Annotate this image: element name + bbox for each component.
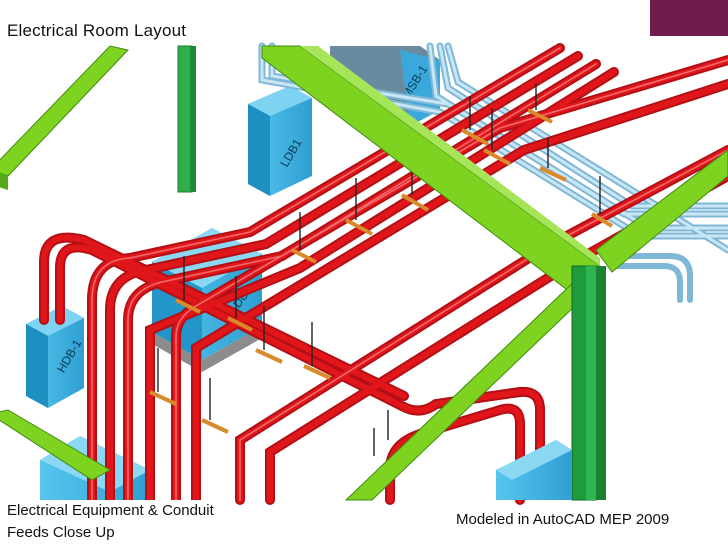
steel-column-right — [571, 265, 606, 501]
steel-beam-right — [595, 149, 728, 273]
conduit-clamps — [149, 108, 614, 434]
corner-accent — [650, 0, 728, 36]
ldb1-panel: LDB1 — [248, 86, 312, 196]
conduit-hangers — [157, 84, 601, 456]
caption-right: Modeled in AutoCAD MEP 2009 — [452, 510, 674, 530]
steel-beam-low-left — [0, 409, 112, 481]
caption-left-line1: Electrical Equipment & Conduit — [7, 502, 214, 519]
equipment-bottom-right — [496, 440, 572, 500]
caption-left: Electrical Equipment & Conduit Feeds Clo… — [7, 500, 218, 546]
steel-beam-back-left — [0, 45, 129, 190]
caption-left-line2: Feeds Close Up — [7, 524, 115, 541]
slide-title: Electrical Room Layout — [7, 20, 190, 43]
steel-column-top — [177, 45, 196, 193]
hdb1-panel: HDB-1 — [26, 306, 84, 408]
